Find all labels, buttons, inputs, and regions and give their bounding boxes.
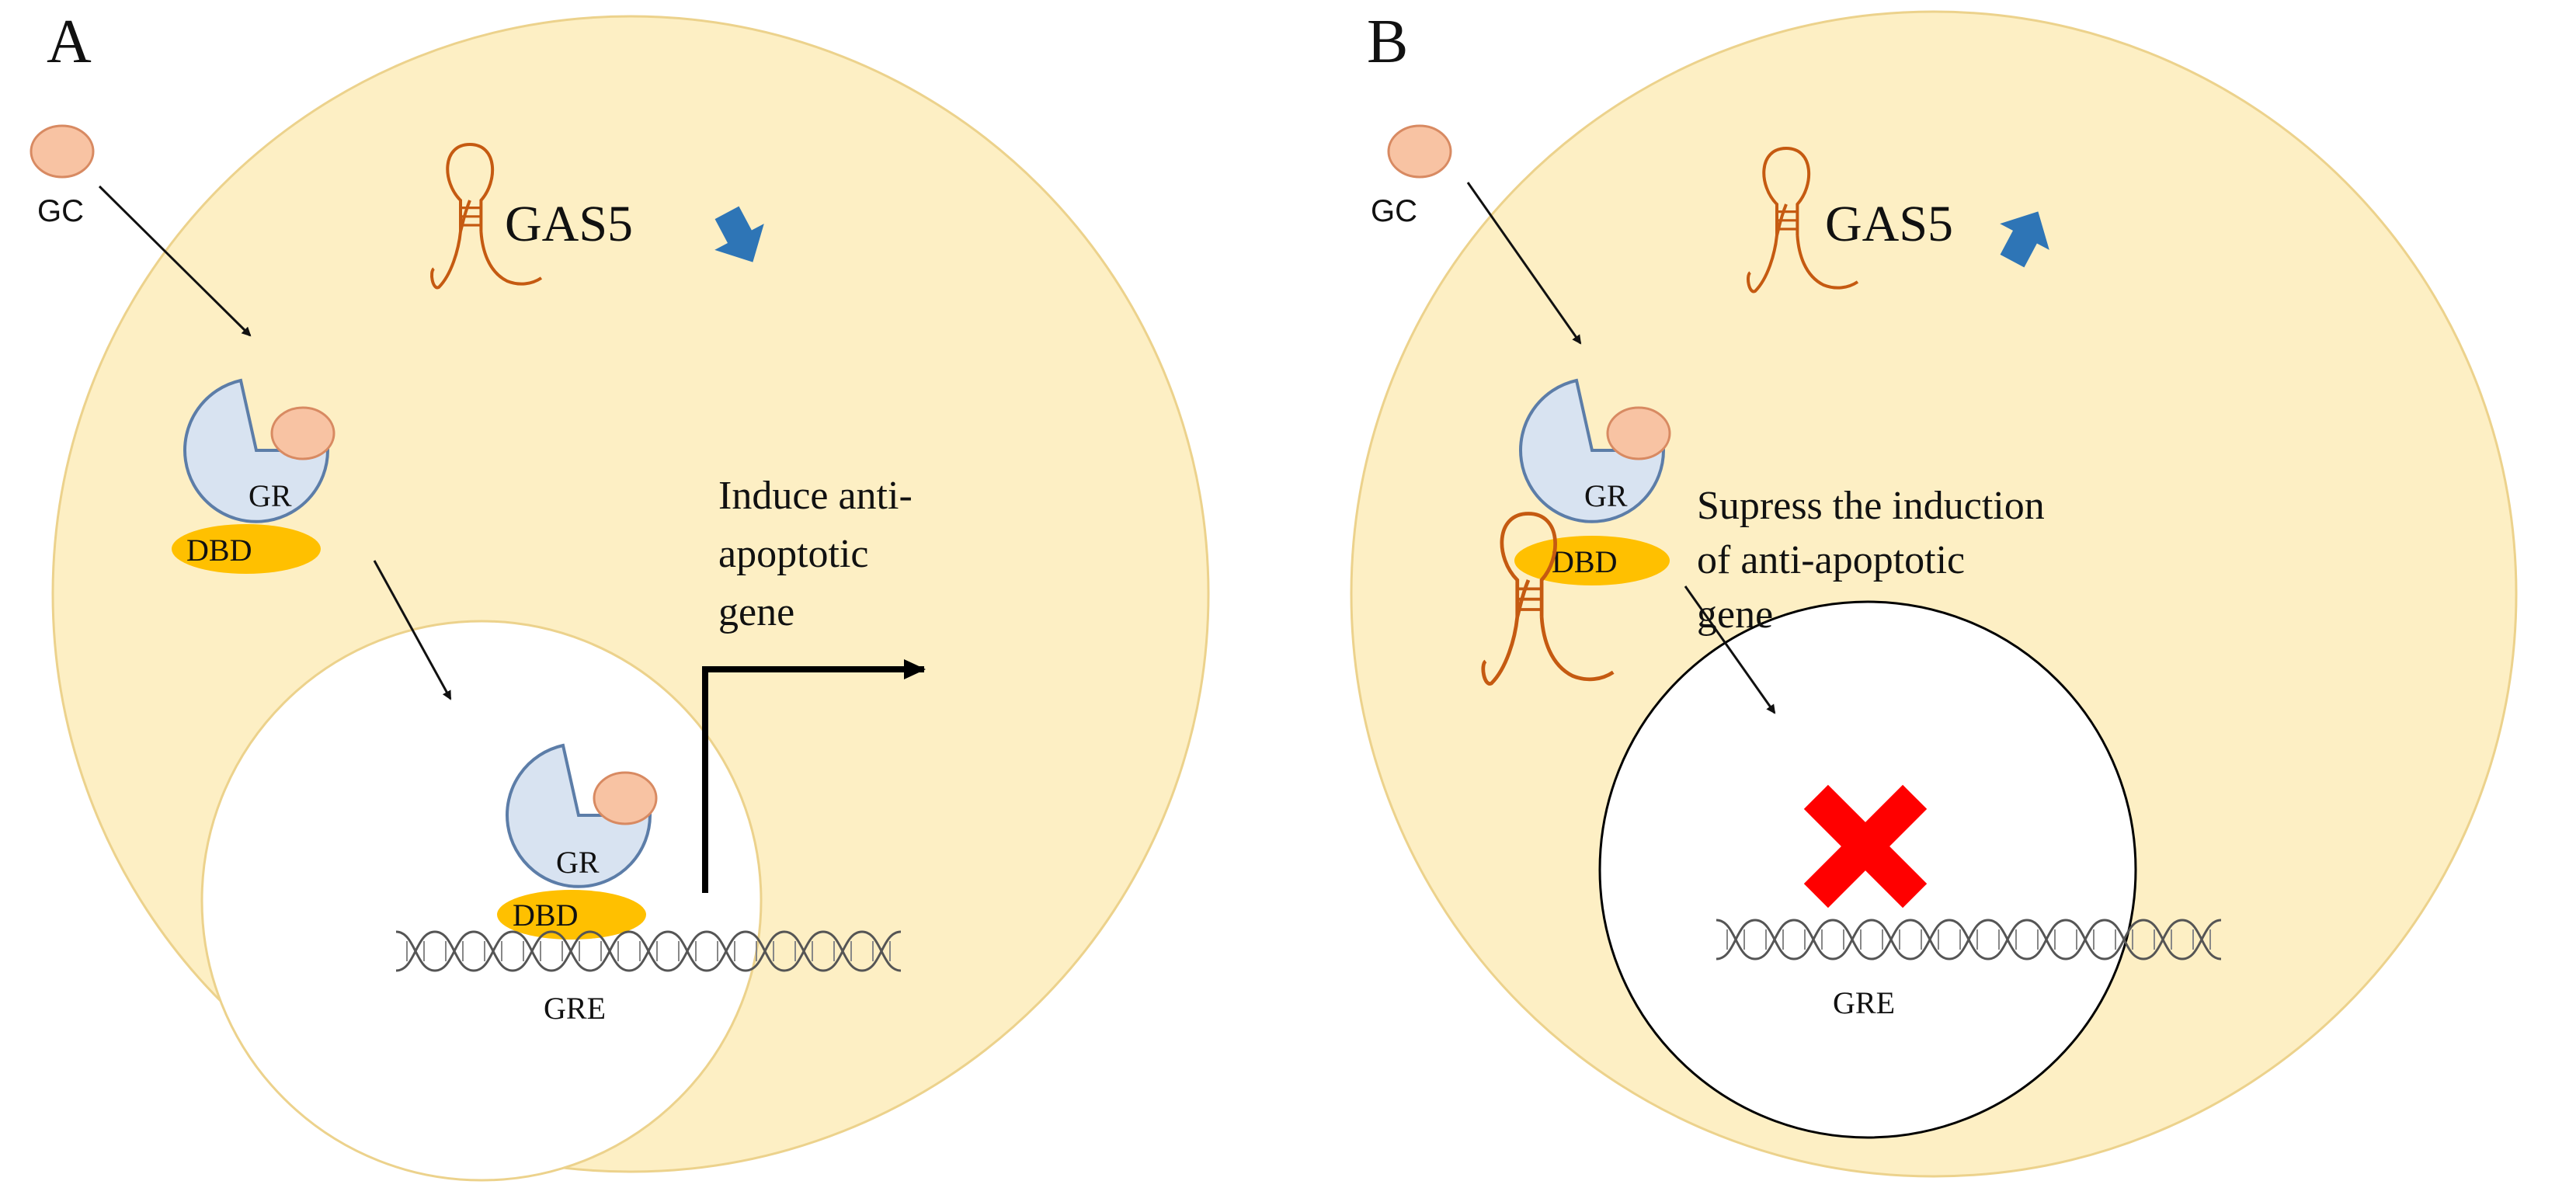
panel-label-b: B: [1367, 8, 1408, 76]
gc-label-a: GC: [37, 194, 84, 228]
red-x-icon: [1803, 784, 1928, 908]
dbd-b: [1514, 536, 1670, 585]
gr-label-b: GR: [1584, 478, 1628, 513]
dbd-label-b: DBD: [1552, 544, 1617, 579]
panel-a: A GC GAS5 GR DBD GR DBD GRE Induce anti-…: [30, 8, 1210, 1182]
panel-b: B GC GAS5 GR DBD GRE Supress the inducti…: [1350, 8, 2518, 1178]
gc-arrow-b: [1466, 182, 1582, 345]
gr-to-nucleus-arrow-a: [373, 560, 452, 700]
nuclear-dbd-label-a: DBD: [513, 898, 578, 933]
supress-note-b: Supress the induction of anti-apoptotic …: [1697, 484, 2055, 637]
induce-note-a: Induce anti- apoptotic gene: [718, 474, 923, 634]
gr-label-a: GR: [249, 478, 292, 513]
gc-molecule-a: [30, 124, 95, 179]
gas5-label-b: GAS5: [1825, 196, 1953, 252]
gc-molecule-b: [1387, 124, 1452, 179]
dbd-a: [172, 524, 321, 574]
nuclear-dbd-a: [497, 890, 646, 940]
gc-bound-b: [1606, 406, 1671, 460]
gc-label-b: GC: [1371, 194, 1417, 228]
dbd-label-a: DBD: [186, 533, 252, 568]
up-arrow-icon: [2000, 211, 2049, 268]
panel-label-a: A: [47, 8, 92, 76]
gc-bound-a: [270, 406, 335, 460]
nucleus-a: [200, 620, 763, 1182]
nuclear-gc-a: [593, 771, 658, 825]
gr-to-nucleus-arrow-b: [1684, 585, 1776, 714]
gre-label-b: GRE: [1833, 985, 1895, 1020]
transcription-arrow-a: [702, 659, 926, 893]
down-arrow-icon: [714, 206, 764, 262]
nuclear-gr-label-a: GR: [556, 845, 600, 880]
gc-arrow-a: [98, 185, 252, 337]
gas5-label-a: GAS5: [505, 196, 633, 252]
gre-label-a: GRE: [544, 991, 606, 1026]
